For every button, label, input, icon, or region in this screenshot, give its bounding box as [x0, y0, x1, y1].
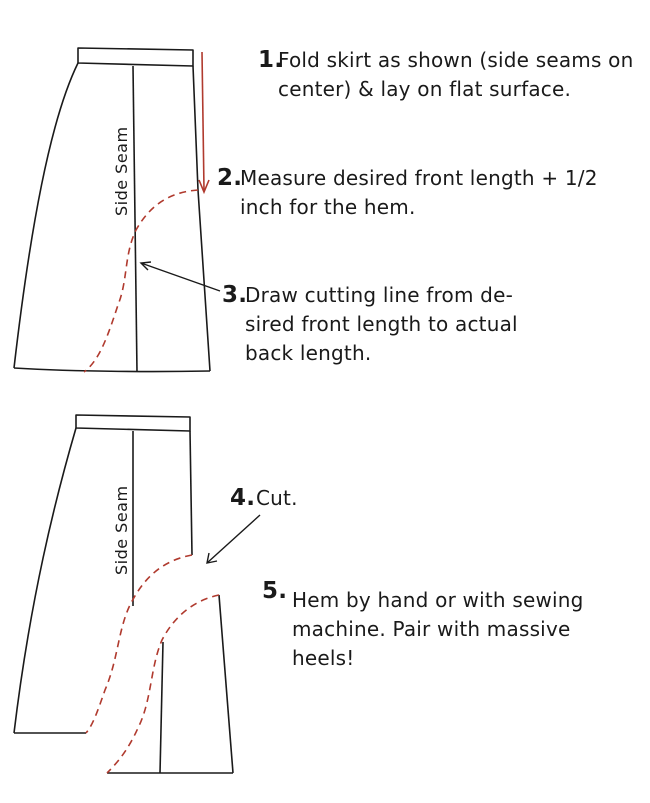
step4-pointer-arrow [206, 514, 261, 564]
top-skirt-right-edge [192, 65, 211, 372]
step-3: 3. Draw cutting line from de-sired front… [222, 281, 542, 368]
step-1-number: 1. [258, 47, 284, 73]
cut-piece-right-edge [218, 594, 234, 774]
side-seam-label-top: Side Seam [112, 126, 131, 216]
top-cutting-line [83, 189, 199, 373]
bottom-skirt-cut-piece [107, 594, 234, 774]
step-4-text: Cut. [256, 486, 298, 510]
measure-arrow [198, 51, 210, 195]
step-3-text: Draw cutting line from de-sired front le… [245, 283, 518, 365]
cut-piece-side-seam [159, 641, 164, 774]
step-4-number: 4. [230, 485, 256, 511]
step-2: 2. Measure desired front length + 1/2 in… [217, 164, 627, 222]
top-skirt-side-seam [132, 65, 138, 373]
step3-pointer-arrow [139, 261, 221, 292]
top-skirt-left-edge [13, 62, 79, 369]
step-1: 1. Fold skirt as shown (side seams on ce… [258, 46, 650, 104]
step-4: 4. Cut. [230, 484, 350, 513]
step-5-number: 5. [262, 578, 288, 604]
top-skirt-hem [13, 367, 211, 373]
top-skirt-waistband [77, 47, 194, 67]
side-seam-label-bottom: Side Seam [112, 485, 131, 575]
bottom-skirt-left-piece [13, 414, 193, 734]
step-1-text: Fold skirt as shown (side seams on cente… [278, 48, 634, 101]
bottom-skirt-left-edge [13, 427, 77, 734]
step-3-number: 3. [222, 282, 248, 308]
step-2-number: 2. [217, 165, 243, 191]
bottom-cut-edge [85, 554, 193, 734]
step-5-text: Hem by hand or with sewing machine. Pair… [292, 588, 584, 670]
cut-piece-cut-edge [106, 594, 220, 774]
bottom-skirt-right-edge [189, 430, 193, 556]
step-5: 5. Hem by hand or with sewing machine. P… [262, 578, 602, 673]
bottom-skirt-waistband [75, 414, 191, 432]
step-2-text: Measure desired front length + 1/2 inch … [240, 166, 598, 219]
